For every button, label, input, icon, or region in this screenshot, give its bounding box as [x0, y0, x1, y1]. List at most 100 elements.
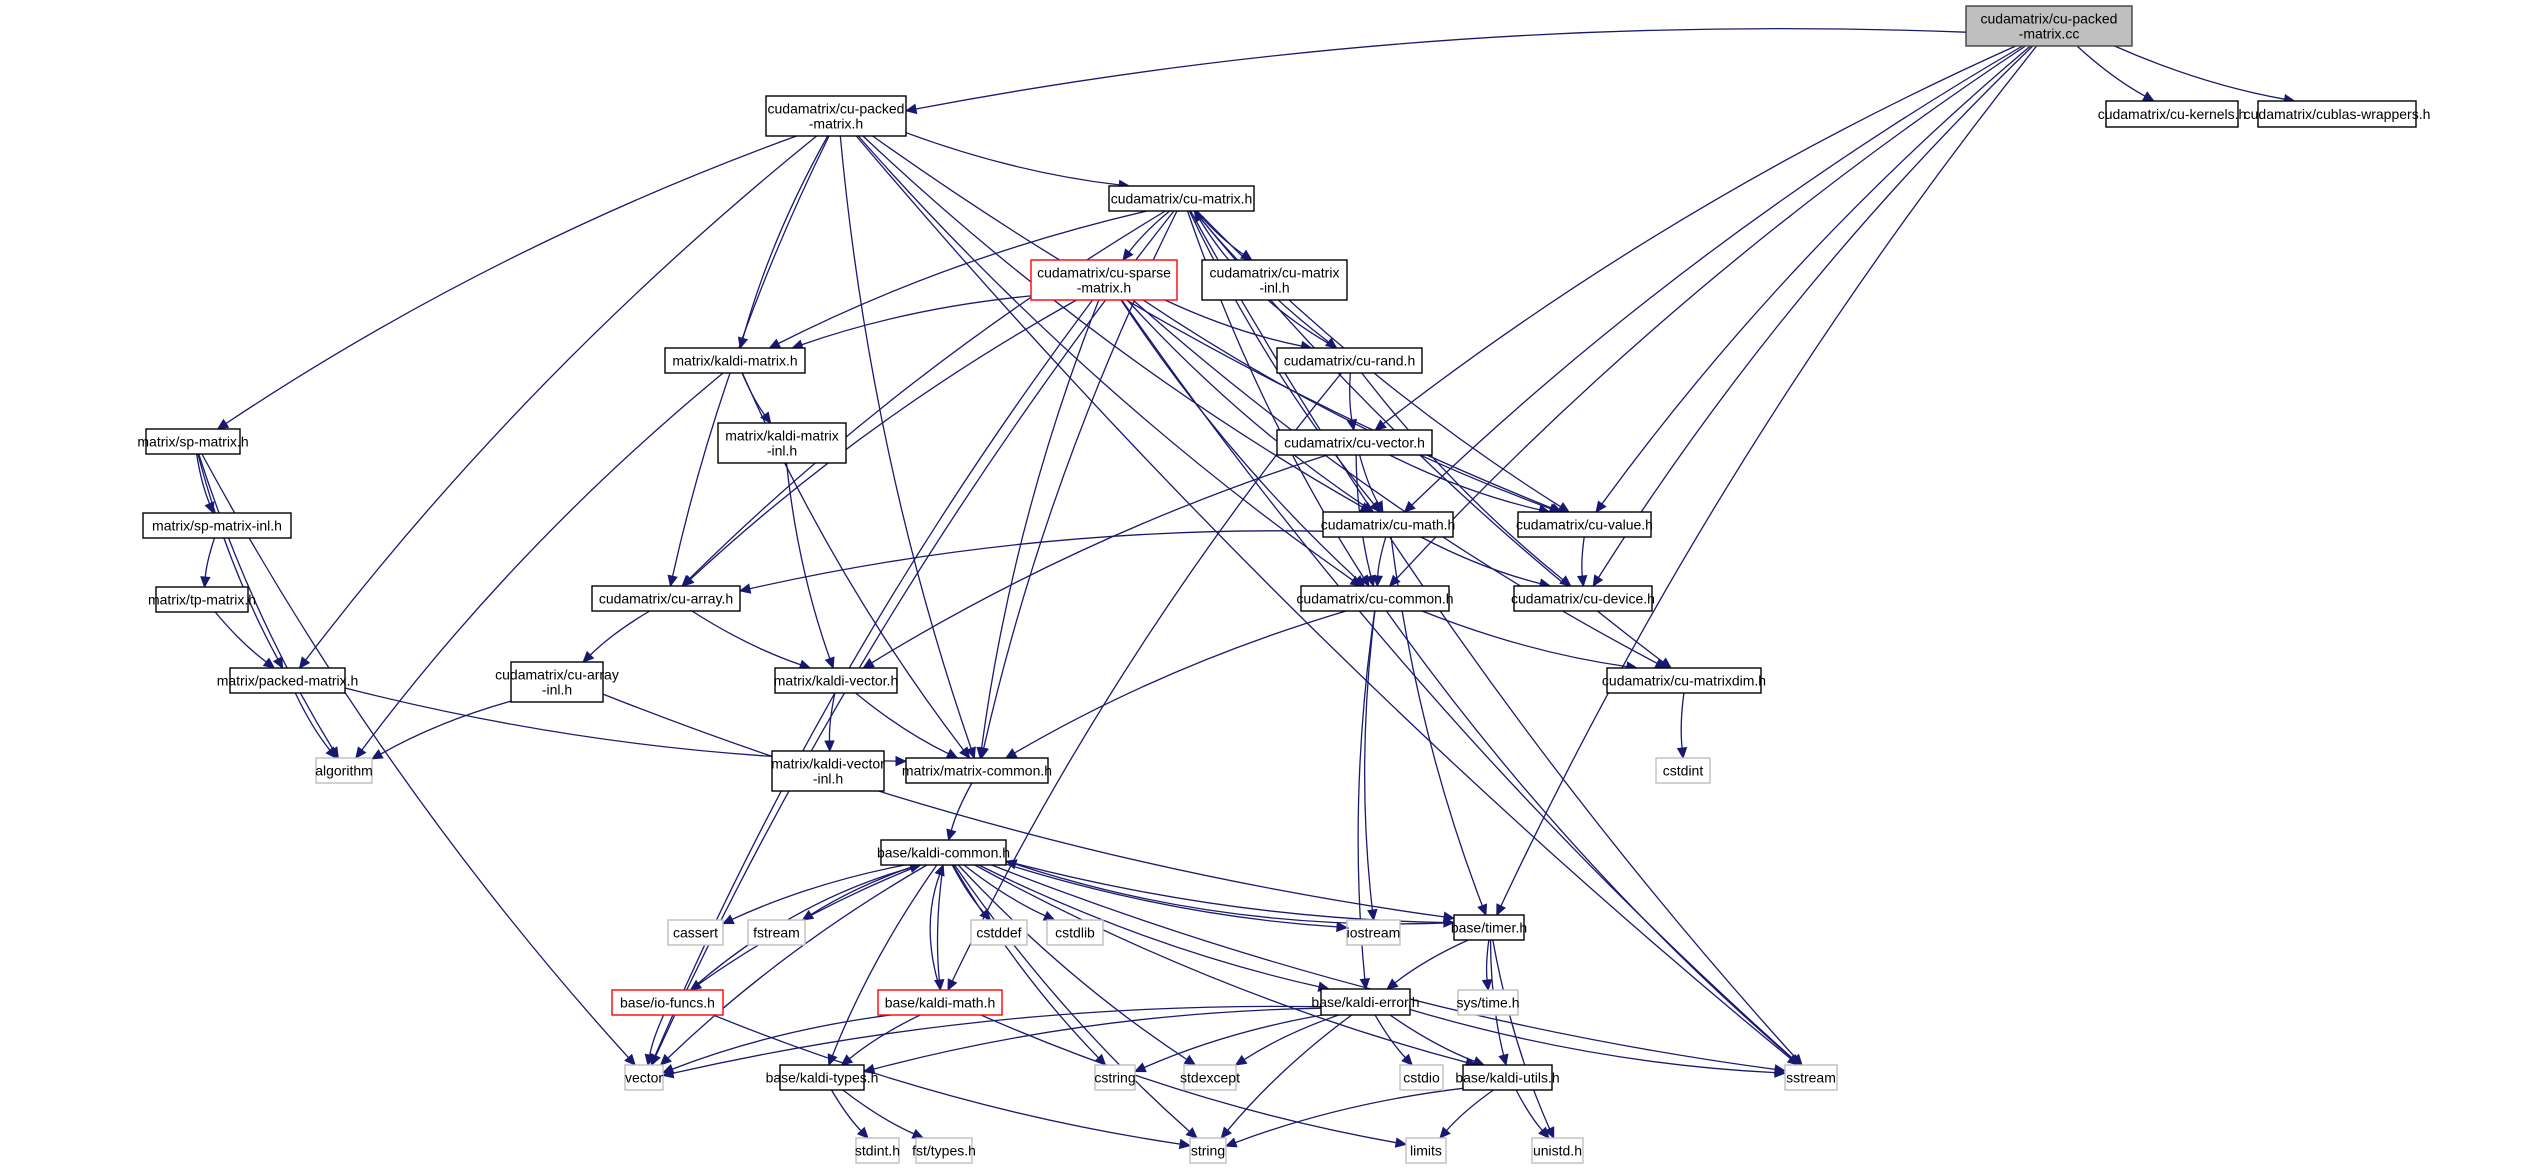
node-cu-common-h[interactable]: cudamatrix/cu-common.h	[1296, 585, 1454, 612]
arrow-head-icon	[1559, 575, 1572, 587]
arrow-head-icon	[1498, 1053, 1509, 1067]
node-label: base/kaldi-utils.h	[1455, 1070, 1559, 1086]
node-cu-matrixdim-h[interactable]: cudamatrix/cu-matrixdim.h	[1602, 667, 1766, 694]
node-io-funcs-h[interactable]: base/io-funcs.h	[611, 989, 724, 1016]
node-kaldi-utils-h[interactable]: base/kaldi-utils.h	[1455, 1064, 1560, 1091]
node-sp-matrix-inl-h[interactable]: matrix/sp-matrix-inl.h	[142, 512, 292, 539]
arrow-head-icon	[862, 657, 875, 669]
edge-kaldi_common_h-to-vector	[667, 864, 928, 1059]
edge-root-to-cu_kernels_h	[2076, 45, 2146, 97]
node-kaldi-error-h[interactable]: base/kaldi-error.h	[1311, 988, 1420, 1016]
arrow-head-icon	[1183, 1054, 1197, 1066]
node-kaldi-math-h[interactable]: base/kaldi-math.h	[877, 989, 1003, 1016]
node-box	[1346, 919, 1401, 946]
edge-cu_packed_matrix_h-to-cu_math_h	[862, 135, 1363, 508]
node-root[interactable]: cudamatrix/cu-packed-matrix.cc	[1965, 5, 2133, 47]
node-cu-math-h[interactable]: cudamatrix/cu-math.h	[1321, 511, 1456, 538]
node-label: unistd.h	[1533, 1143, 1582, 1159]
edge-cu_sparse_matrix_h-to-cu_rand_h	[1164, 299, 1302, 347]
node-box	[611, 989, 724, 1016]
node-label: cudamatrix/cu-value.h	[1516, 517, 1653, 533]
edge-cu_value_h-to-cu_device_h	[1581, 536, 1585, 577]
node-fst-types-h: fst/types.h	[912, 1137, 976, 1164]
node-box	[1531, 1137, 1584, 1164]
edge-cu_math_h-to-cu_common_h	[1377, 536, 1387, 577]
node-label: stdexcept	[1180, 1070, 1240, 1086]
node-cu-kernels-h[interactable]: cudamatrix/cu-kernels.h	[2098, 100, 2247, 128]
node-cu-packed-matrix-h[interactable]: cudamatrix/cu-packed-matrix.h	[765, 95, 907, 137]
edge-kaldi_error_h-to-vector	[672, 1005, 1322, 1074]
arrow-head-icon	[1439, 1126, 1451, 1139]
node-sp-matrix-h[interactable]: matrix/sp-matrix.h	[137, 428, 249, 455]
node-cu-vector-h[interactable]: cudamatrix/cu-vector.h	[1276, 429, 1433, 456]
node-label: -inl.h	[1259, 280, 1289, 296]
arrow-head-icon	[1374, 419, 1387, 431]
node-kaldi-vector-h[interactable]: matrix/kaldi-vector.h	[774, 667, 898, 694]
edge-kaldi_math_h-to-kaldi_types_h	[848, 1014, 921, 1060]
node-label: base/kaldi-error.h	[1311, 994, 1419, 1010]
node-box	[591, 585, 741, 612]
edge-packed_matrix_h-to-matrix_common_h	[344, 687, 897, 762]
node-kaldi-matrix-inl-h[interactable]: matrix/kaldi-matrix-inl.h	[717, 422, 847, 464]
node-cstdio: cstdio	[1399, 1064, 1444, 1091]
node-kaldi-vector-inl-h[interactable]: matrix/kaldi-vector-inl.h	[771, 750, 885, 792]
arrow-head-icon	[1394, 1137, 1408, 1148]
arrow-head-icon	[1592, 574, 1604, 588]
node-label: sys/time.h	[1456, 995, 1519, 1011]
node-kaldi-types-h[interactable]: base/kaldi-types.h	[766, 1064, 879, 1091]
node-box	[229, 667, 346, 694]
edge-timer_h-to-kaldi_error_h	[1394, 939, 1469, 984]
node-packed-matrix-h[interactable]: matrix/packed-matrix.h	[217, 667, 359, 694]
edge-timer_h-to-kaldi_common_h	[1015, 863, 1455, 925]
node-label: -inl.h	[813, 771, 843, 787]
node-cu-matrix-h[interactable]: cudamatrix/cu-matrix.h	[1108, 185, 1255, 212]
edge-cu_rand_h-to-cu_vector_h	[1349, 372, 1353, 421]
node-cublas-wrappers-h[interactable]: cudamatrix/cublas-wrappers.h	[2244, 100, 2431, 128]
node-cu-array-inl-h[interactable]: cudamatrix/cu-array-inl.h	[495, 661, 619, 703]
edge-cu_matrix_h-to-cu_sparse_matrix_h	[1128, 210, 1171, 253]
arrow-head-icon	[1240, 249, 1253, 261]
node-box	[717, 422, 847, 464]
node-string: string	[1189, 1137, 1227, 1164]
arrow-head-icon	[1676, 747, 1688, 760]
node-label: cudamatrix/cu-array	[495, 667, 619, 683]
node-label: cudamatrix/cublas-wrappers.h	[2244, 106, 2431, 122]
node-cu-array-h[interactable]: cudamatrix/cu-array.h	[591, 585, 741, 612]
edge-kaldi_common_h-to-cstring	[952, 864, 1099, 1059]
edge-packed_matrix_h-to-algorithm	[294, 692, 331, 751]
arrow-head-icon	[824, 656, 835, 670]
node-kaldi-matrix-h[interactable]: matrix/kaldi-matrix.h	[664, 347, 806, 374]
node-cu-rand-h[interactable]: cudamatrix/cu-rand.h	[1276, 347, 1423, 374]
node-tp-matrix-h[interactable]: matrix/tp-matrix.h	[148, 586, 256, 613]
edge-cu_matrixdim_h-to-cstdint	[1680, 692, 1685, 749]
node-box	[855, 1137, 900, 1164]
node-box	[1320, 988, 1411, 1016]
arrow-head-icon	[272, 656, 284, 670]
node-kaldi-common-h[interactable]: base/kaldi-common.h	[877, 839, 1010, 866]
node-timer-h[interactable]: base/timer.h	[1451, 914, 1527, 941]
arrow-head-icon	[1544, 1126, 1555, 1140]
node-box	[1276, 429, 1433, 456]
arrow-head-icon	[895, 755, 908, 767]
node-cu-device-h[interactable]: cudamatrix/cu-device.h	[1511, 585, 1655, 612]
edge-matrix_common_h-to-kaldi_common_h	[950, 782, 973, 831]
node-label: cudamatrix/cu-array.h	[599, 591, 733, 607]
arrow-head-icon	[325, 746, 337, 759]
node-cu-matrix-inl-h[interactable]: cudamatrix/cu-matrix-inl.h	[1201, 259, 1348, 301]
node-matrix-common-h[interactable]: matrix/matrix-common.h	[902, 757, 1052, 784]
arrow-head-icon	[1220, 1126, 1233, 1139]
node-box	[877, 989, 1003, 1016]
arrow-head-icon	[1788, 1054, 1801, 1066]
node-label: cstdio	[1403, 1070, 1440, 1086]
node-cu-sparse-matrix-h[interactable]: cudamatrix/cu-sparse-matrix.h	[1030, 259, 1178, 301]
node-label: matrix/sp-matrix-inl.h	[152, 518, 282, 534]
node-label: cstring	[1094, 1070, 1135, 1086]
node-cu-value-h[interactable]: cudamatrix/cu-value.h	[1516, 511, 1653, 538]
arrow-head-icon	[1234, 1054, 1248, 1066]
node-iostream: iostream	[1346, 919, 1401, 946]
node-box	[779, 1064, 865, 1091]
node-box	[880, 839, 1007, 866]
edge-root-to-cu_value_h	[1601, 45, 2031, 505]
edge-kaldi_common_h-to-kaldi_math_h	[936, 864, 944, 981]
node-label: -inl.h	[767, 443, 797, 459]
